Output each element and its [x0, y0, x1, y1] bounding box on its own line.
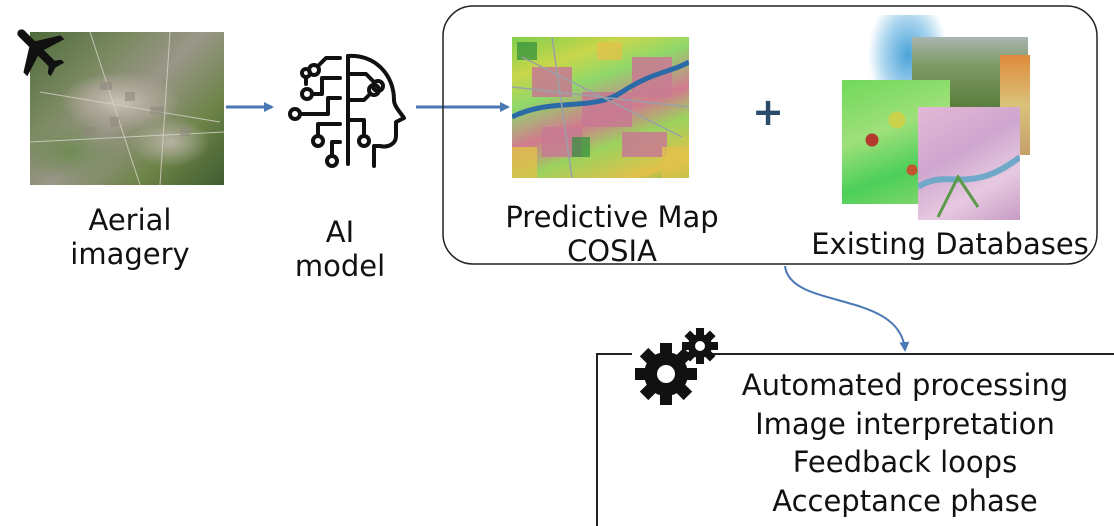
aerial-imagery-photo — [30, 32, 224, 185]
process-step-4: Acceptance phase — [772, 483, 1038, 518]
aerial-imagery-label: Aerial imagery — [40, 203, 220, 271]
predictive-map-label: Predictive Map COSIA — [482, 200, 742, 268]
aerial-label-line2: imagery — [70, 237, 190, 271]
process-steps-list: Automated processing Image interpretatio… — [700, 366, 1110, 520]
airplane-icon — [17, 29, 65, 77]
plus-sign: + — [752, 90, 784, 134]
ai-head-circuit-icon — [288, 53, 406, 168]
process-step-1: Automated processing — [741, 368, 1069, 402]
process-box-frame — [596, 353, 1114, 526]
ai-label-line1: AI — [325, 215, 355, 249]
predictive-map-image — [512, 37, 689, 178]
gears-icon — [635, 328, 718, 405]
ai-model-label: AI model — [270, 215, 410, 283]
map-label-line1: Predictive Map — [505, 200, 719, 234]
map-group-frame — [442, 5, 1098, 265]
ai-label-line2: model — [294, 249, 386, 283]
aerial-label-line1: Aerial — [88, 203, 172, 237]
database-image-pink-landcover — [918, 107, 1020, 220]
process-step-2: Image interpretation — [755, 406, 1055, 441]
process-step-3: Feedback loops — [792, 445, 1018, 479]
arrow-map-to-process — [784, 265, 910, 352]
existing-databases-label: Existing Databases — [811, 227, 1089, 261]
map-label-line2: COSIA — [567, 234, 657, 268]
